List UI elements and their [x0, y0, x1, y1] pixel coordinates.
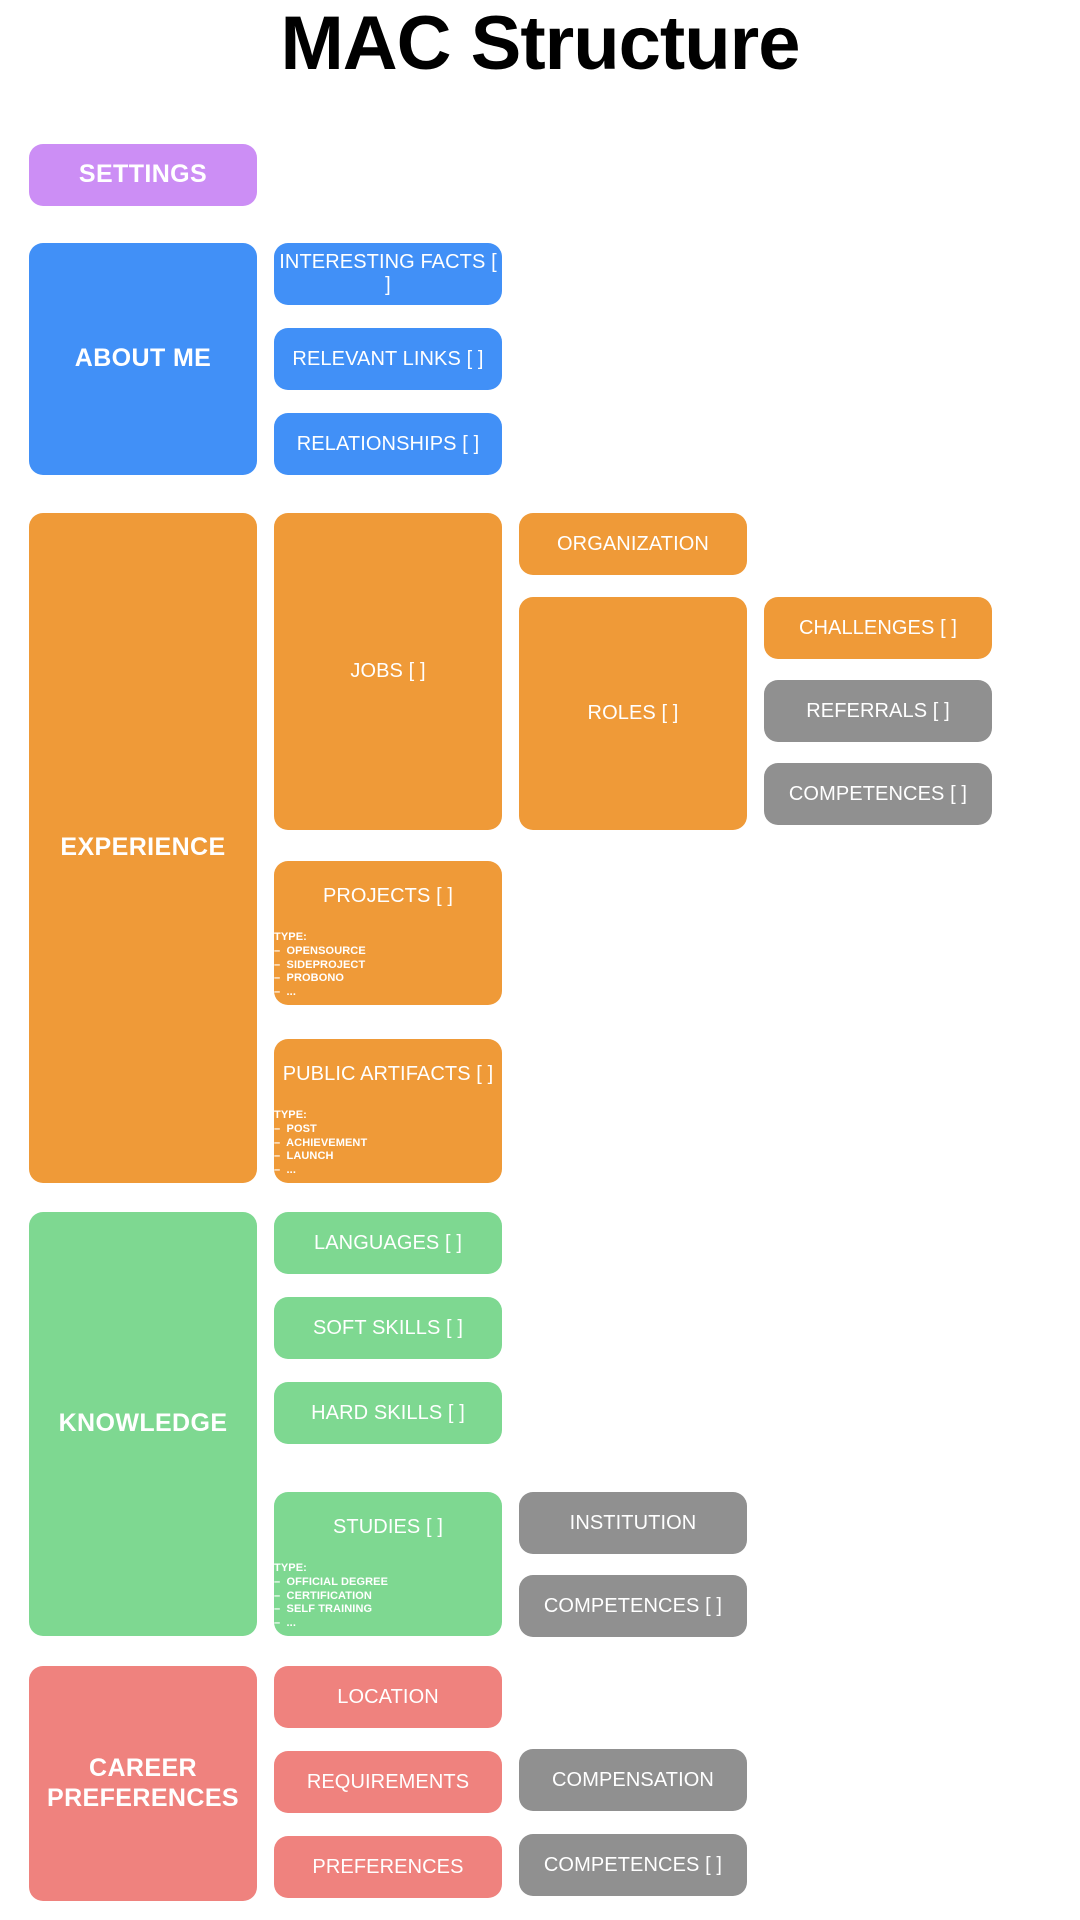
type-item: – POST [274, 1123, 317, 1136]
career-label-line-2: PREFERENCES [47, 1783, 239, 1812]
node-studies-title: STUDIES [ ] [332, 1516, 443, 1538]
node-hard-skills[interactable]: HARD SKILLS [ ] [274, 1382, 502, 1444]
node-competences-experience[interactable]: COMPETENCES [ ] [764, 763, 992, 825]
node-career-preferences-label: CAREER PREFERENCES [47, 1754, 239, 1813]
type-item: – OPENSOURCE [274, 945, 366, 958]
type-item: – OFFICIAL DEGREE [274, 1576, 389, 1589]
type-item: – CERTIFICATION [274, 1589, 372, 1602]
type-item: – SIDEPROJECT [274, 958, 366, 971]
node-public-artifacts[interactable]: PUBLIC ARTIFACTS [ ] TYPE: – POST – ACHI… [274, 1039, 502, 1183]
type-item: – ACHIEVEMENT [274, 1136, 368, 1149]
node-public-artifacts-type-list: TYPE: – POST – ACHIEVEMENT – LAUNCH – ..… [274, 1109, 502, 1177]
node-roles[interactable]: ROLES [ ] [519, 597, 747, 830]
type-item: – ... [274, 1163, 296, 1176]
node-career-preferences[interactable]: CAREER PREFERENCES [29, 1666, 257, 1901]
type-item: – ... [274, 1616, 296, 1629]
node-languages[interactable]: LANGUAGES [ ] [274, 1212, 502, 1274]
node-organization[interactable]: ORGANIZATION [519, 513, 747, 575]
node-preferences[interactable]: PREFERENCES [274, 1836, 502, 1898]
node-experience[interactable]: EXPERIENCE [29, 513, 257, 1183]
node-public-artifacts-title: PUBLIC ARTIFACTS [ ] [282, 1063, 494, 1085]
career-label-line-1: CAREER [89, 1754, 197, 1782]
node-interesting-facts[interactable]: INTERESTING FACTS [ ] [274, 243, 502, 305]
type-label: TYPE: [274, 931, 307, 943]
node-projects[interactable]: PROJECTS [ ] TYPE: – OPENSOURCE – SIDEPR… [274, 861, 502, 1005]
type-item: – LAUNCH [274, 1150, 334, 1163]
type-label: TYPE: [274, 1562, 307, 1574]
type-item: – SELF TRAINING [274, 1603, 373, 1616]
node-studies[interactable]: STUDIES [ ] TYPE: – OFFICIAL DEGREE – CE… [274, 1492, 502, 1636]
node-location[interactable]: LOCATION [274, 1666, 502, 1728]
node-relationships[interactable]: RELATIONSHIPS [ ] [274, 413, 502, 475]
node-projects-type-list: TYPE: – OPENSOURCE – SIDEPROJECT – PROBO… [274, 931, 502, 999]
node-knowledge[interactable]: KNOWLEDGE [29, 1212, 257, 1636]
node-soft-skills[interactable]: SOFT SKILLS [ ] [274, 1297, 502, 1359]
node-institution[interactable]: INSTITUTION [519, 1492, 747, 1554]
type-label: TYPE: [274, 1109, 307, 1121]
node-competences-knowledge[interactable]: COMPETENCES [ ] [519, 1575, 747, 1637]
node-compensation[interactable]: COMPENSATION [519, 1749, 747, 1811]
node-settings[interactable]: SETTINGS [29, 144, 257, 206]
page-title: MAC Structure [280, 1, 800, 86]
node-studies-type-list: TYPE: – OFFICIAL DEGREE – CERTIFICATION … [274, 1562, 502, 1630]
node-requirements[interactable]: REQUIREMENTS [274, 1751, 502, 1813]
type-item: – ... [274, 985, 296, 998]
node-referrals[interactable]: REFERRALS [ ] [764, 680, 992, 742]
node-relevant-links[interactable]: RELEVANT LINKS [ ] [274, 328, 502, 390]
node-projects-title: PROJECTS [ ] [322, 885, 454, 907]
node-jobs[interactable]: JOBS [ ] [274, 513, 502, 830]
node-challenges[interactable]: CHALLENGES [ ] [764, 597, 992, 659]
node-about-me[interactable]: ABOUT ME [29, 243, 257, 475]
node-competences-career[interactable]: COMPETENCES [ ] [519, 1834, 747, 1896]
type-item: – PROBONO [274, 972, 345, 985]
